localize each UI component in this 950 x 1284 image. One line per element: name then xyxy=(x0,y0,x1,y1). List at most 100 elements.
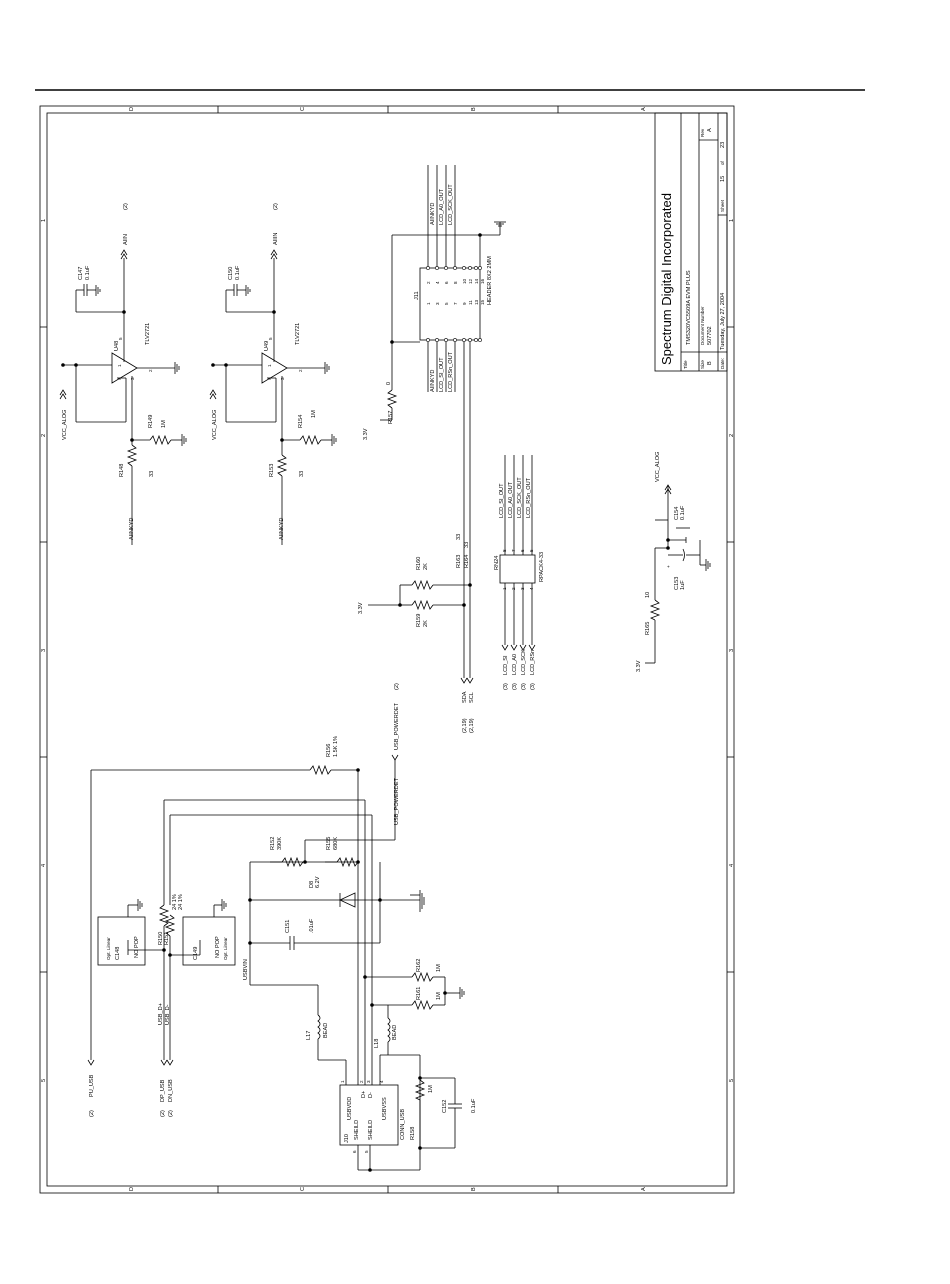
j11-left-net-2: LCD_SI_OUT xyxy=(439,357,445,392)
r165-ref: R165 xyxy=(645,622,651,635)
j11-pin8: 8 xyxy=(453,281,458,284)
r158-val: 1M xyxy=(428,1085,434,1093)
u49-ref: U49 xyxy=(264,341,270,351)
r156-ref: R156 xyxy=(326,744,332,757)
dp-usb-sheet: (2) xyxy=(160,1110,166,1117)
r155-val: 680K xyxy=(333,837,339,850)
sheet-value: 15 xyxy=(720,176,726,182)
title-label: Title xyxy=(683,360,688,369)
zone-num-right-4: 4 xyxy=(729,864,735,867)
sda-net: SDA xyxy=(462,691,468,703)
pwrdet-wire-label: USB_POWERDET xyxy=(394,777,400,825)
r159-ref: R159 xyxy=(416,614,422,627)
r158-ref: R158 xyxy=(410,1127,416,1140)
r151-ref: R151 xyxy=(164,932,170,945)
r160-val: 2K xyxy=(423,563,429,570)
r154-ref: R154 xyxy=(298,415,304,428)
j10-dp: D+ xyxy=(361,1091,367,1098)
u49-part: TLV2721 xyxy=(295,323,301,345)
r160-ref: R160 xyxy=(416,557,422,570)
scl-net: SCL xyxy=(469,692,475,703)
date-value: Tuesday, July 27, 2004 xyxy=(720,293,726,350)
c148-opt: Opt. Linear xyxy=(106,937,111,960)
j10-shield-1: SHEILD xyxy=(354,1120,360,1140)
pwrdet-sheet: (2) xyxy=(394,683,400,690)
r150-val: 24 1% xyxy=(172,894,178,910)
j10-dm: D- xyxy=(368,1092,374,1098)
j11-left-net-1: AIINKYD xyxy=(430,370,436,392)
u49-supply: VCC_ALOG xyxy=(212,410,218,440)
d8-ref: D8 xyxy=(309,881,315,888)
r162-val: 1M xyxy=(436,964,442,972)
zone-num-right-1: 1 xyxy=(729,219,735,222)
usb-dm-label: USB_D- xyxy=(165,1004,171,1025)
r165-val: 10 xyxy=(645,592,651,598)
j11-pin15: 15 xyxy=(480,299,485,305)
r150-ref: R150 xyxy=(158,932,164,945)
j10-pin4: 4 xyxy=(379,1080,384,1083)
r152-ref: R152 xyxy=(270,837,276,850)
j10-shield-2: SHEILD xyxy=(368,1120,374,1140)
r164-val: 33 xyxy=(464,542,470,548)
rn24-in-sheet-2: (3) xyxy=(512,683,518,690)
j11-pin4: 4 xyxy=(435,281,440,284)
rn24-pin7: 7 xyxy=(511,549,516,552)
u48-part: TLV2721 xyxy=(145,323,151,345)
c149-ref: C149 xyxy=(193,947,199,960)
rn24-out-2: LCD_A0_OUT xyxy=(508,481,514,518)
c148-val: NO POP xyxy=(134,936,140,958)
zone-label-bottom-2: C xyxy=(300,1187,306,1191)
docnum-label: Document Number xyxy=(700,306,705,345)
r153-ref: R153 xyxy=(269,464,275,477)
dn-usb-sheet: (2) xyxy=(168,1110,174,1117)
c147-ref: C147 xyxy=(78,267,84,280)
zone-num-right-5: 5 xyxy=(729,1079,735,1082)
u48-pin4: 4 xyxy=(117,377,122,380)
rn24-out-4: LCD_RSn_OUT xyxy=(526,477,532,518)
rn24-pin4: 4 xyxy=(529,587,534,590)
j11-pin5: 5 xyxy=(444,302,449,305)
j10-vdd: USBVDD xyxy=(347,1097,353,1120)
u48-supply: VCC_ALOG xyxy=(62,410,68,440)
rn24-in-sheet-4: (3) xyxy=(530,683,536,690)
u48-ref: U48 xyxy=(114,341,120,351)
zone-num-left-1: 1 xyxy=(41,219,47,222)
d8-val: 6.2V xyxy=(315,876,321,888)
j11-pin14: 14 xyxy=(474,278,479,284)
scl-sheet: (2,19) xyxy=(469,718,475,733)
filter-supply: 3.3V xyxy=(636,660,642,672)
zone-num-left-5: 5 xyxy=(41,1079,47,1082)
j11-part: HEADER 8X2 2MM xyxy=(487,256,493,305)
zone-label-top-1: D xyxy=(129,107,135,111)
rn24-in-3: LCD_SCK xyxy=(521,649,527,675)
j11-ref: J11 xyxy=(414,291,420,300)
design-title: TMS320VC5509A EVM PLUS xyxy=(686,270,692,345)
r149-ref: R149 xyxy=(148,415,154,428)
r152-val: 390K xyxy=(277,837,283,850)
aiiin-net: AIIIN xyxy=(273,233,279,245)
pwrdet-net: USB_POWERDET xyxy=(394,702,400,750)
rn24-pin2: 2 xyxy=(511,587,516,590)
j10-part: CONN_USB xyxy=(400,1109,406,1140)
usb-dp-label: USB_D+ xyxy=(158,1003,164,1025)
pu-usb-net: PU_USB xyxy=(89,1074,95,1097)
u48-in-net: AIINKYD xyxy=(129,518,135,540)
r149-val: 1M xyxy=(161,420,167,428)
u48-pin1: 1 xyxy=(117,364,122,367)
zone-num-left-4: 4 xyxy=(41,864,47,867)
of-label: of xyxy=(720,160,725,165)
l17-ref: L17 xyxy=(306,1031,312,1040)
i2c-supply: 3.3V xyxy=(358,602,364,614)
r163-ref: R163 xyxy=(456,555,462,568)
rn24-out-3: LCD_SCK_OUT xyxy=(517,477,523,518)
j11-left-net-3: LCD_RSn_OUT xyxy=(448,351,454,392)
rn24-pin5: 5 xyxy=(529,549,534,552)
j11-pin16: 16 xyxy=(480,278,485,284)
r148-val: 33 xyxy=(149,471,155,477)
j10-vss: USBVSS xyxy=(382,1097,388,1120)
rn24-out-1: LCD_SI_OUT xyxy=(499,483,505,518)
c154-val: 0.1uF xyxy=(680,505,686,520)
r148-ref: R148 xyxy=(119,464,125,477)
